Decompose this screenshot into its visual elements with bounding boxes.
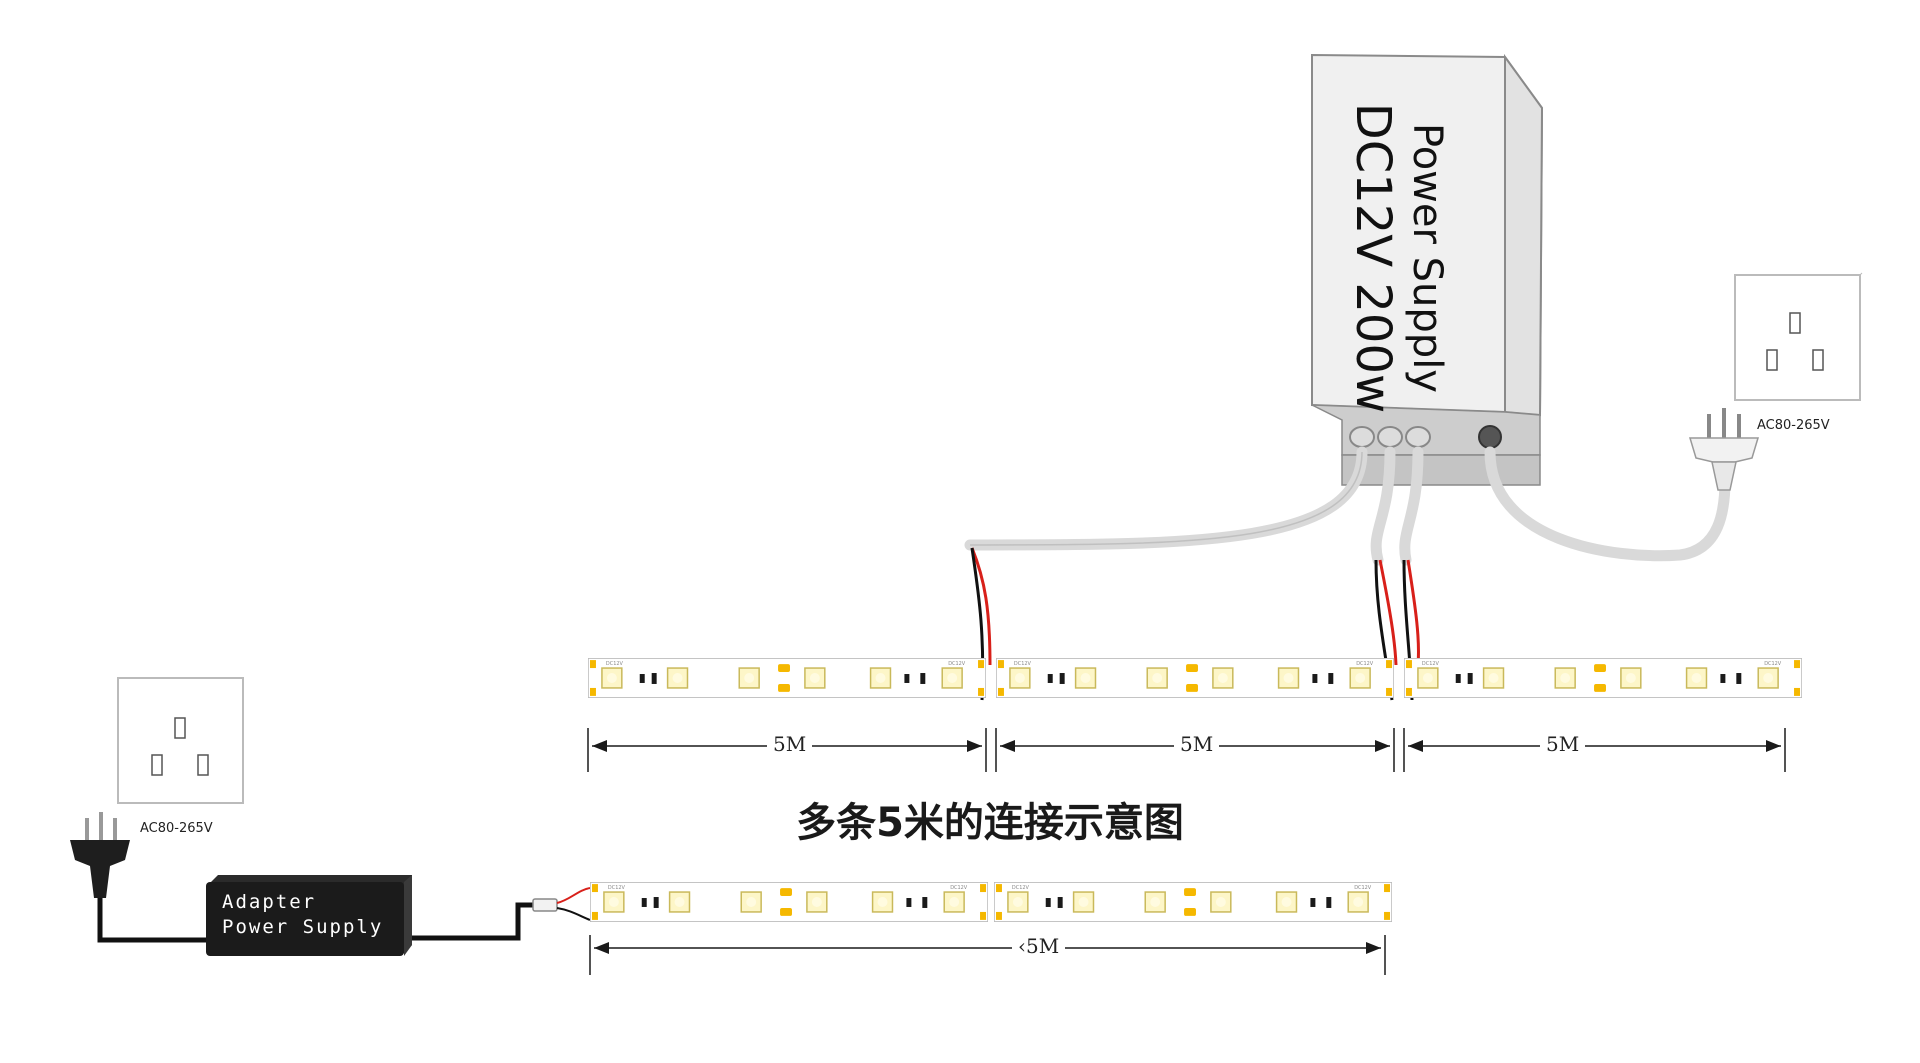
dimension-label-bottom: ‹5M [1012,934,1066,958]
power-supply-box [1311,53,1544,486]
power-plug-icon [70,812,130,898]
adapter-label-line1: Adapter [222,891,317,913]
adapter-label: Adapter Power Supply [222,890,383,940]
outlet-voltage-label-right: AC80-265V [1757,418,1830,433]
diagram-title: 多条5米的连接示意图 [796,800,1184,846]
outlet-voltage-label-left: AC80-265V [140,821,213,836]
wall-outlet-icon [117,677,244,804]
dimension-line-bottom [589,935,1386,975]
adapter-power-supply-box [206,875,412,956]
dc-connector [532,887,591,921]
led-strip-row-bottom [590,882,1392,922]
wall-outlet-icon [1734,272,1863,401]
dimension-label-top-3: 5M [1540,732,1586,756]
dimension-label-top-2: 5M [1174,732,1220,756]
led-strip-row-top [588,658,1802,698]
dimension-label-top-1: 5M [767,732,813,756]
adapter-label-line2: Power Supply [222,916,384,938]
adapter-cables [97,898,535,943]
power-plug-icon [1688,408,1760,491]
